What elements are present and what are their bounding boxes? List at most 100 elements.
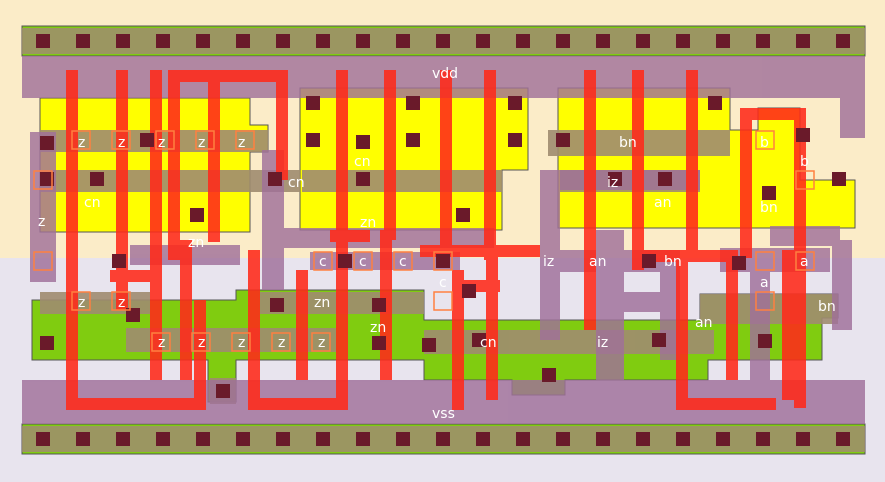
net-label-zn: zn — [370, 320, 386, 336]
net-label-zn: zn — [314, 295, 330, 311]
contact — [112, 254, 126, 268]
vss-rail-contact — [276, 432, 290, 446]
contact — [832, 172, 846, 186]
vdd-rail-contact — [156, 34, 170, 48]
net-label-b: b — [800, 154, 809, 170]
vdd-rail-contact — [516, 34, 530, 48]
contact — [216, 384, 230, 398]
pin-box — [433, 251, 453, 271]
contact — [406, 96, 420, 110]
contact — [472, 333, 486, 347]
vdd-rail-contact — [396, 34, 410, 48]
pin-box — [795, 170, 815, 190]
net-label-cn: cn — [480, 335, 497, 351]
contact — [542, 368, 556, 382]
contact — [40, 172, 54, 186]
vss-rail-contact — [516, 432, 530, 446]
vss-rail-contact — [636, 432, 650, 446]
net-label-z: z — [238, 135, 245, 151]
contact — [758, 334, 772, 348]
vdd-rail-contact — [236, 34, 250, 48]
net-label-iz: iz — [597, 335, 608, 351]
contact — [658, 172, 672, 186]
contact — [608, 172, 622, 186]
pin-box — [111, 291, 131, 311]
pin-box — [311, 332, 331, 352]
net-label-an: an — [589, 254, 606, 270]
vss-rail-contact — [76, 432, 90, 446]
pin-boxes — [33, 130, 815, 352]
vss-rail-contact — [796, 432, 810, 446]
net-label-an: an — [654, 195, 671, 211]
vss-rail-contact — [756, 432, 770, 446]
vss-rail-contact — [596, 432, 610, 446]
vss-rail-contact — [836, 432, 850, 446]
pin-box — [155, 130, 175, 150]
vdd-rail-contact — [316, 34, 330, 48]
pin-box — [393, 251, 413, 271]
net-label-z: z — [238, 335, 245, 351]
net-label-bn: bn — [760, 200, 778, 216]
contact — [306, 133, 320, 147]
net-label-z: z — [278, 335, 285, 351]
poly-layer — [66, 70, 806, 410]
contact — [126, 308, 140, 322]
vdd-rail-contact — [676, 34, 690, 48]
pin-box — [313, 251, 333, 271]
net-label-a: a — [760, 275, 769, 291]
pin-box — [111, 130, 131, 150]
contact — [356, 135, 370, 149]
contact — [652, 333, 666, 347]
pin-box — [795, 251, 815, 271]
contact — [90, 172, 104, 186]
vss-rail-contact — [116, 432, 130, 446]
net-label-zn: zn — [360, 215, 376, 231]
vdd-rail-contact — [436, 34, 450, 48]
net-label-an: an — [695, 315, 712, 331]
pin-box — [231, 332, 251, 352]
pin-box — [353, 251, 373, 271]
vss-rail-contact — [236, 432, 250, 446]
vss-rail-contact — [396, 432, 410, 446]
contact — [508, 96, 522, 110]
pin-box — [755, 251, 775, 271]
contact — [190, 208, 204, 222]
pin-box — [755, 291, 775, 311]
net-label-z: z — [198, 135, 205, 151]
net-label-zn: zn — [188, 235, 204, 251]
contact — [40, 136, 54, 150]
vss-rail-contact — [676, 432, 690, 446]
net-label-b: b — [760, 135, 769, 151]
pin-box — [271, 332, 291, 352]
contact — [762, 186, 776, 200]
contact — [372, 298, 386, 312]
vss-rail-contact — [476, 432, 490, 446]
net-label-bn: bn — [619, 135, 637, 151]
net-label-a: a — [800, 254, 809, 270]
net-label-z: z — [78, 295, 85, 311]
contact — [406, 133, 420, 147]
net-label-bn: bn — [818, 299, 836, 315]
contact — [708, 96, 722, 110]
contact — [268, 172, 282, 186]
vdd-rail-contact — [276, 34, 290, 48]
contact — [556, 133, 570, 147]
vdd-rail-contact — [356, 34, 370, 48]
net-label-c: c — [439, 275, 447, 291]
pin-box — [433, 291, 453, 311]
vdd-rail-contact — [476, 34, 490, 48]
vdd-rail-contact — [196, 34, 210, 48]
net-label-z: z — [318, 335, 325, 351]
vdd-rail-contact — [636, 34, 650, 48]
vss-rail-contact — [36, 432, 50, 446]
net-label-c: c — [359, 254, 367, 270]
pin-box — [195, 130, 215, 150]
vss-rail-contact — [156, 432, 170, 446]
contact — [270, 298, 284, 312]
contacts — [40, 96, 846, 398]
vdd-rail-contact — [556, 34, 570, 48]
pin-box — [151, 332, 171, 352]
rail-contacts — [36, 34, 850, 446]
net-label-cn: cn — [288, 175, 305, 191]
